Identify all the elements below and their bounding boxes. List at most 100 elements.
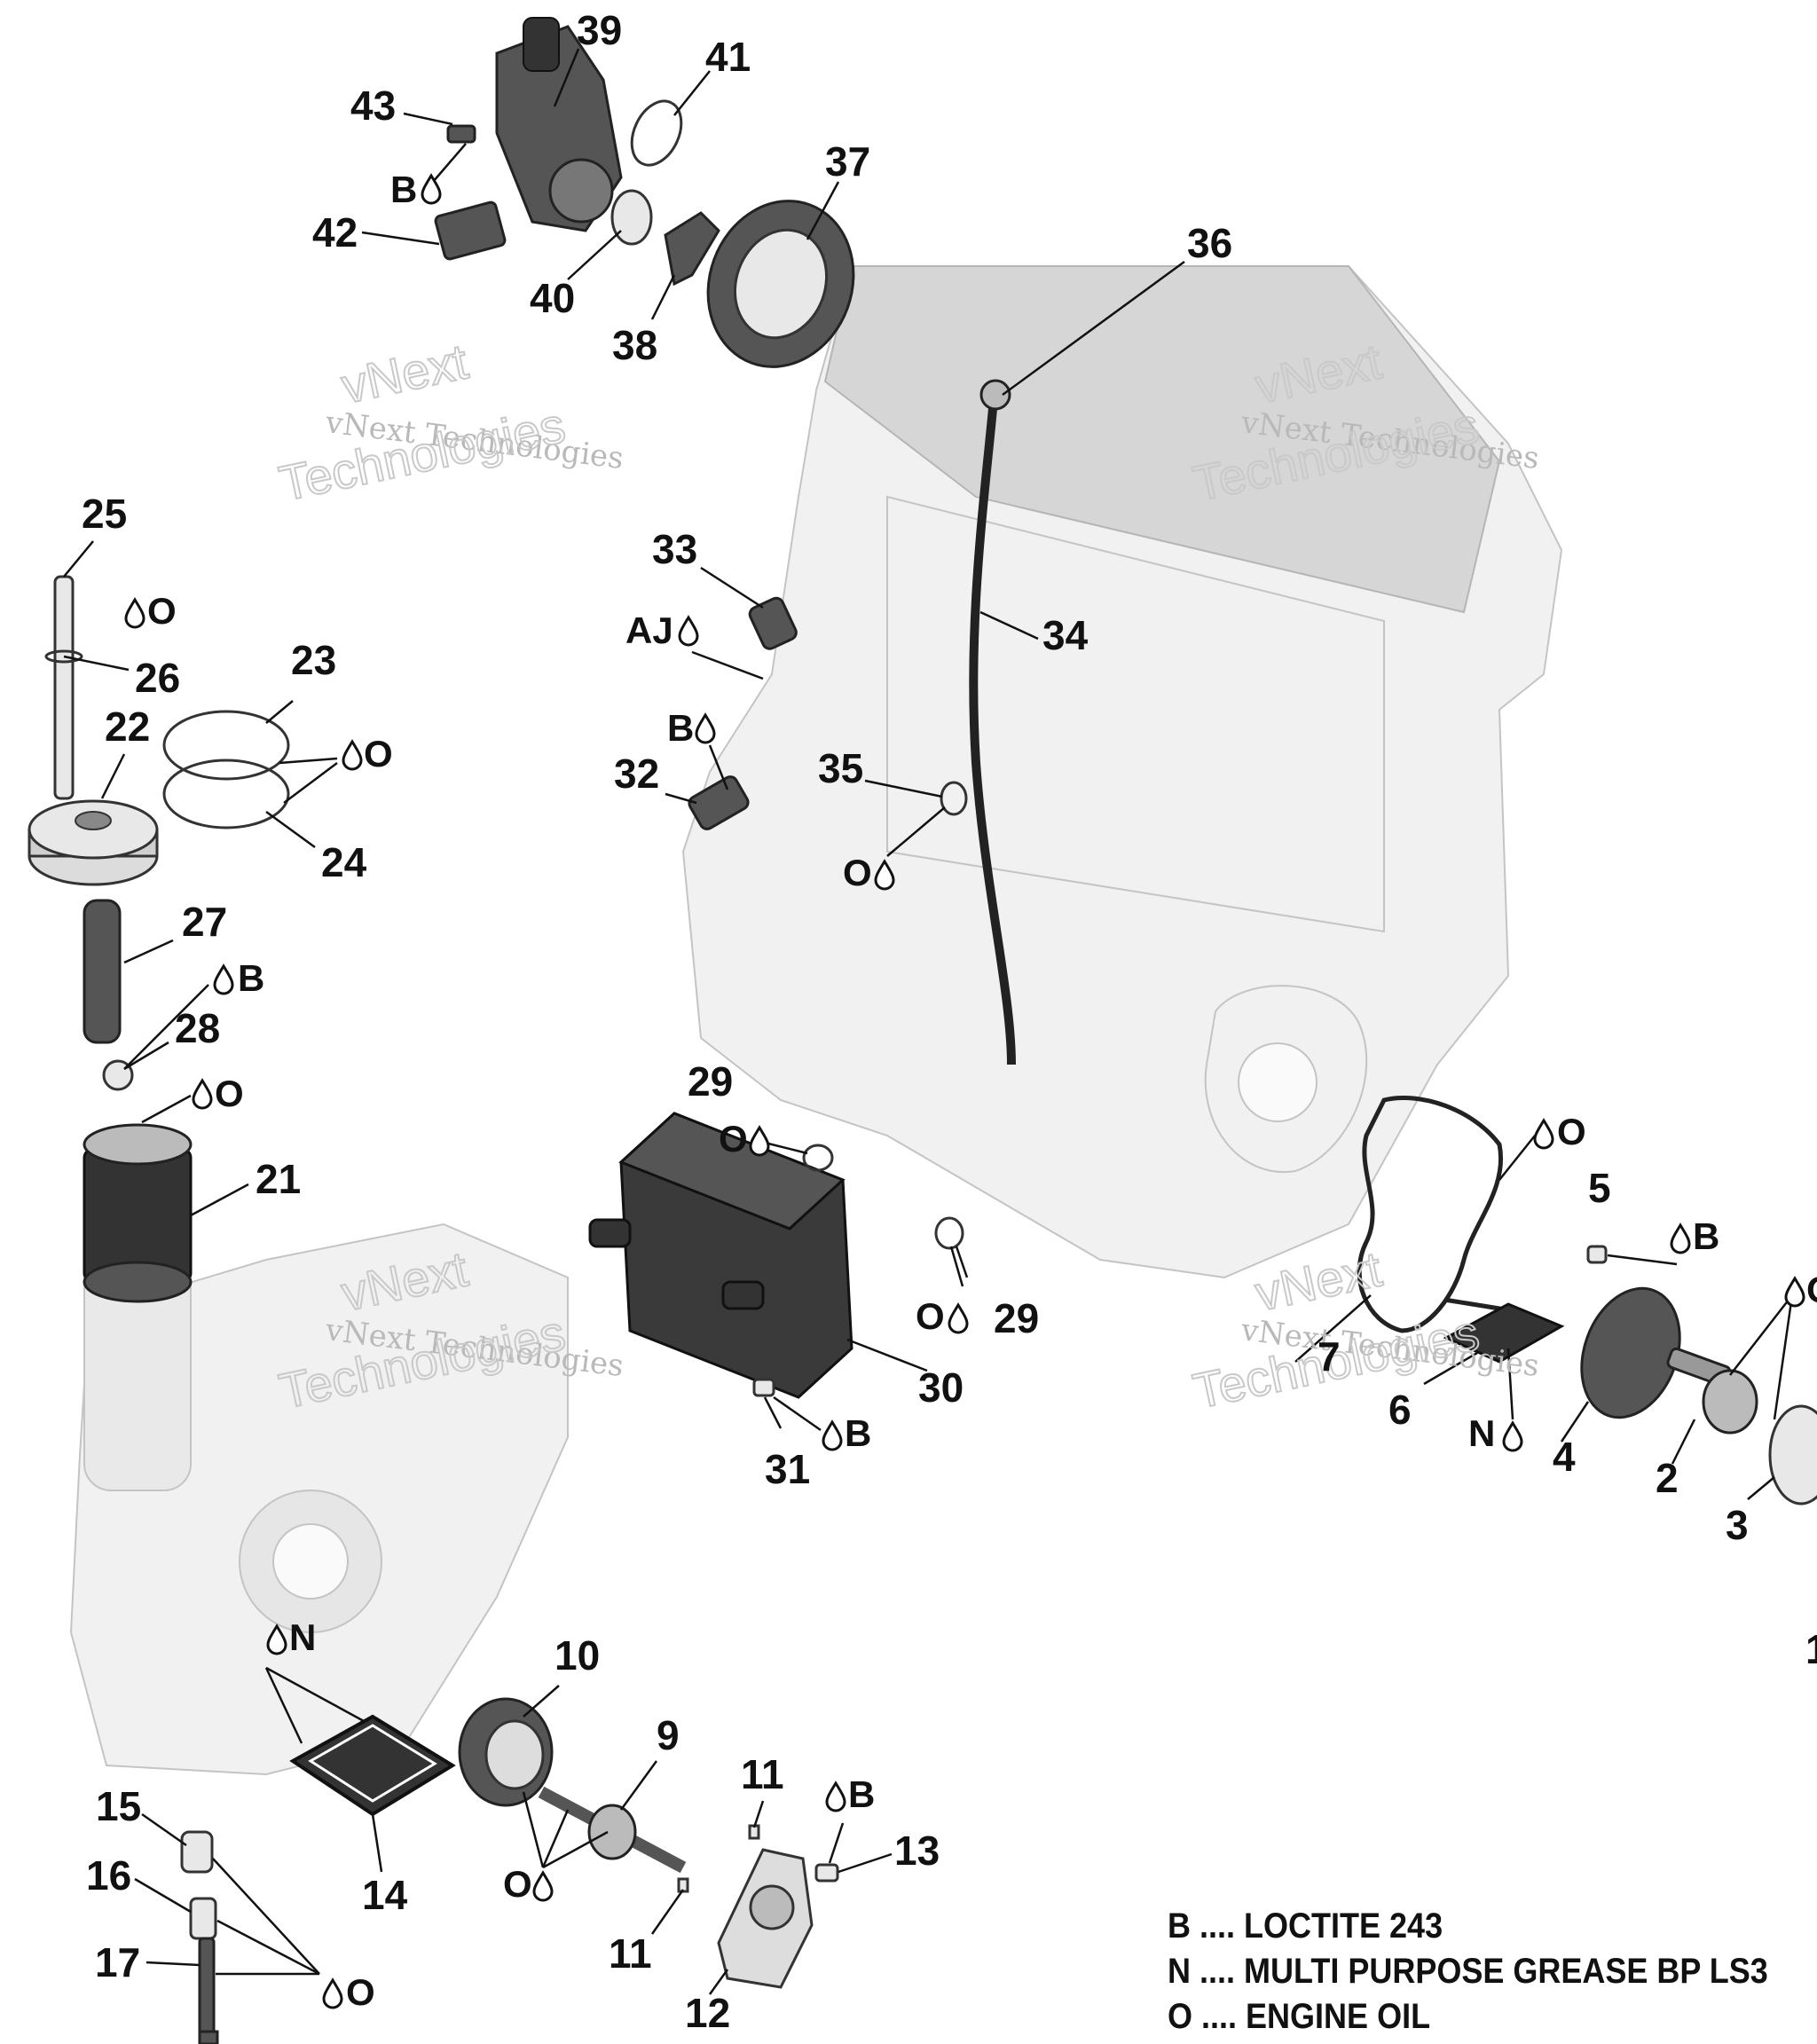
callout-14: 14 (362, 1872, 408, 1918)
pump-rotor-3 (1768, 1404, 1817, 1505)
tube-27 (83, 899, 122, 1044)
code-aj: AJ (625, 609, 673, 651)
legend-code: B (1168, 1906, 1192, 1946)
callout-27: 27 (182, 899, 227, 945)
code-n: N (1468, 1412, 1495, 1454)
callout-3: 3 (1726, 1502, 1749, 1548)
drop-icon (749, 1126, 770, 1157)
screw-43 (446, 124, 476, 144)
screen-6 (1443, 1302, 1565, 1364)
code-o: O (147, 590, 177, 632)
watermark-text: Technologies (274, 397, 570, 512)
callout-37: 37 (825, 138, 870, 185)
engine-block (681, 265, 1563, 1279)
callout-26: 26 (135, 655, 180, 701)
filter-cap-22 (28, 799, 159, 886)
callout-36: 36 (1187, 220, 1232, 266)
oil-cooler-30 (588, 1112, 853, 1399)
code-b: B (845, 1412, 871, 1454)
pump-shaft-9 (538, 1786, 687, 1874)
callout-31: 31 (765, 1446, 810, 1492)
product-legend: B .... LOCTITE 243 N .... MULTI PURPOSE … (1168, 1904, 1768, 2040)
legend-row: B .... LOCTITE 243 (1168, 1904, 1768, 1949)
callout-9: 9 (657, 1712, 680, 1758)
drop-icon (1502, 1421, 1523, 1452)
callout-42: 42 (312, 209, 358, 256)
valve-15 (180, 1830, 214, 1874)
callout-11: 11 (741, 1751, 784, 1797)
watermark-text: vNext (336, 333, 473, 413)
code-o: O (719, 1118, 748, 1160)
callout-23: 23 (291, 637, 336, 683)
callout-29: 29 (688, 1058, 733, 1105)
crankcase-housing (69, 1222, 569, 1776)
o-ring-41 (630, 99, 683, 167)
callout-43: 43 (350, 83, 396, 129)
gasket-7 (1357, 1095, 1503, 1333)
screw-13 (814, 1863, 839, 1883)
pin-11b (677, 1877, 689, 1893)
callout-15: 15 (96, 1783, 141, 1829)
legend-row: N .... MULTI PURPOSE GREASE BP LS3 (1168, 1949, 1768, 1994)
sensor-42 (434, 200, 507, 261)
callout-34: 34 (1042, 612, 1089, 658)
callout-30: 30 (918, 1364, 964, 1411)
seal-40 (610, 189, 653, 246)
code-o: O (1557, 1111, 1586, 1152)
callout-17: 17 (95, 1939, 140, 1985)
code-b: B (667, 707, 694, 749)
callout-21: 21 (256, 1156, 301, 1202)
o-ring-23 (162, 710, 290, 781)
legend-separator: .... (1200, 1906, 1236, 1946)
legend-label: ENGINE OIL (1246, 1997, 1431, 2036)
callout-33: 33 (652, 526, 697, 572)
drop-icon (678, 616, 699, 647)
code-o: O (1806, 1269, 1817, 1310)
pump-housing-10 (458, 1697, 554, 1807)
drop-icon (192, 1079, 213, 1110)
code-o: O (346, 1971, 375, 2013)
drop-icon (1784, 1277, 1805, 1308)
code-b: B (238, 957, 264, 999)
callout-numbers: 39 41 43 37 42 40 38 36 25 33 34 26 23 2… (82, 7, 1817, 2036)
code-o: O (215, 1073, 244, 1114)
callout-7: 7 (1318, 1333, 1341, 1380)
callout-32: 32 (614, 751, 659, 797)
callout-39: 39 (577, 7, 622, 53)
legend-code: N (1168, 1952, 1192, 1991)
callout-41: 41 (705, 34, 751, 80)
callout-25: 25 (82, 491, 127, 537)
callout-38: 38 (612, 322, 657, 368)
code-o: O (364, 733, 393, 774)
drop-icon (1670, 1223, 1691, 1254)
legend-separator: .... (1200, 1952, 1236, 1991)
o-ring-29a (802, 1144, 834, 1172)
code-b: B (390, 169, 417, 210)
o-ring-26 (44, 649, 83, 664)
callout-1: 1 (1805, 1626, 1817, 1672)
drop-icon (322, 1978, 343, 2009)
callout-13: 13 (894, 1828, 940, 1874)
pin-11a (748, 1824, 760, 1840)
sensor-33 (748, 596, 798, 650)
drop-icon (124, 598, 146, 629)
drop-icon (1533, 1119, 1554, 1150)
callout-10: 10 (555, 1632, 600, 1678)
drop-icon (342, 740, 363, 771)
callout-22: 22 (105, 704, 150, 750)
product-codes: B O AJ B O O B O O O B O O B N N B O O (147, 169, 1817, 2013)
drop-icon (421, 174, 442, 205)
bolt-25 (53, 575, 75, 800)
callout-2: 2 (1656, 1455, 1679, 1501)
leader-lines (63, 48, 1794, 1995)
callout-5: 5 (1588, 1165, 1611, 1211)
callout-6: 6 (1388, 1387, 1412, 1433)
callout-28: 28 (175, 1005, 220, 1051)
screw-5 (1586, 1245, 1608, 1264)
drop-icon (695, 713, 716, 744)
spring-17 (198, 1937, 216, 2038)
pump-cover-12 (717, 1848, 814, 1989)
code-b: B (848, 1773, 875, 1815)
code-o: O (916, 1295, 945, 1337)
